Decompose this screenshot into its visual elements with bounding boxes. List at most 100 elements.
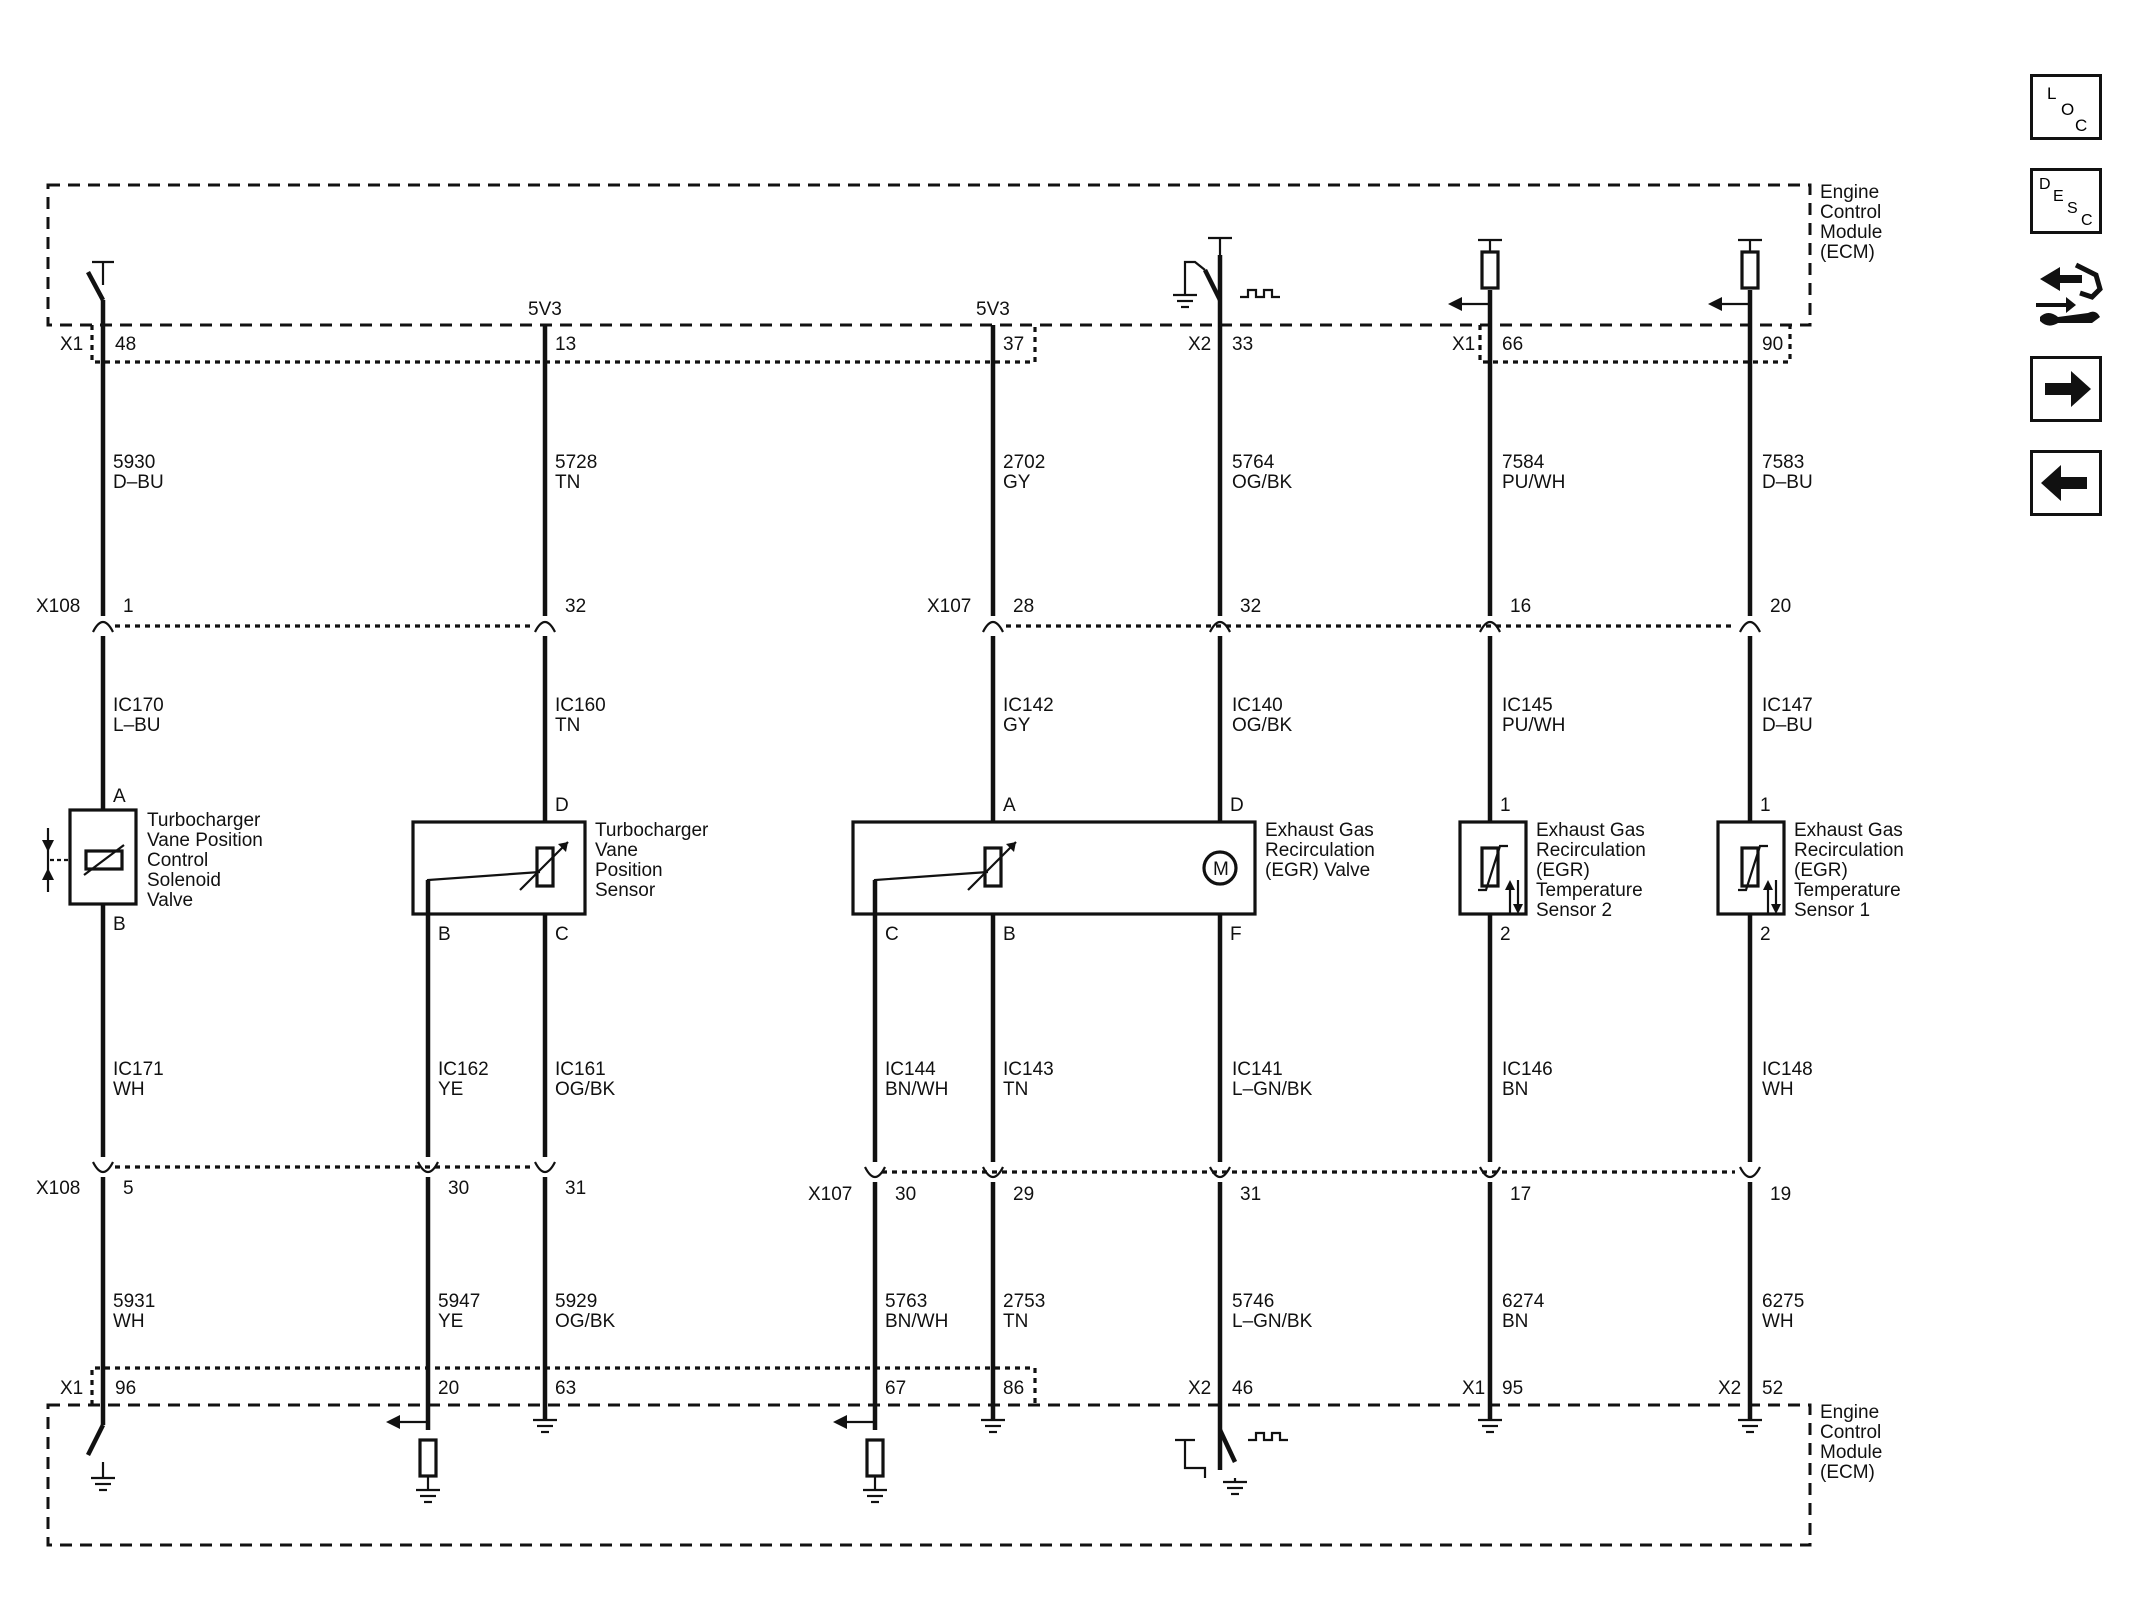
top-wire-labels: 5930 D–BU 5728 TN 2702 GY 5764 OG/BK 758… xyxy=(113,452,1813,493)
wire-color: BN xyxy=(1502,1311,1528,1332)
wire-color: TN xyxy=(1003,1079,1028,1100)
pin-number: 37 xyxy=(1003,334,1024,355)
loc-button[interactable]: L O C xyxy=(2030,74,2102,140)
turbo-vane-solenoid-valve xyxy=(42,808,138,906)
component-name-line: Sensor xyxy=(595,880,656,901)
wire-color: L–GN/BK xyxy=(1232,1079,1313,1100)
circuit-number: IC140 xyxy=(1232,695,1283,716)
wire-color: TN xyxy=(555,715,580,736)
ecm-pulldown-resistor-symbol xyxy=(833,1415,887,1504)
component-name-line: Sensor 1 xyxy=(1794,900,1870,921)
pin-number: 30 xyxy=(448,1178,469,1199)
pin-letter: B xyxy=(1003,924,1016,945)
loc-icon: L O C xyxy=(2047,84,2087,135)
ground-symbol xyxy=(981,1418,1005,1434)
ecm-label-line: Module xyxy=(1820,1442,1882,1463)
wire-color: L–GN/BK xyxy=(1232,1311,1313,1332)
ecm-pullup-resistor-symbol xyxy=(1448,238,1502,311)
component-pin-labels: A B D B C A D C B F 1 2 1 2 xyxy=(113,786,1771,945)
circuit-number: IC144 xyxy=(885,1059,936,1080)
egr-valve: M xyxy=(851,820,1257,916)
pin-number: 20 xyxy=(1770,596,1791,617)
ecm-label-line: Control xyxy=(1820,202,1881,223)
ecm-switch-symbol xyxy=(86,260,114,302)
circuit-number: 5764 xyxy=(1232,452,1275,473)
connector-name: X108 xyxy=(36,1178,80,1199)
inline-upper-labels: X108 1 32 X107 28 32 16 20 xyxy=(36,596,1791,617)
bottom-wire-labels: 5931 WH 5947 YE 5929 OG/BK 5763 BN/WH 27… xyxy=(113,1291,1804,1332)
egr-temp-sensor-1 xyxy=(1716,820,1786,916)
component-name-labels: Turbocharger Vane Position Control Solen… xyxy=(147,810,1904,921)
wire-color: TN xyxy=(1003,1311,1028,1332)
component-name-line: (EGR) xyxy=(1536,860,1590,881)
pin-letter: 1 xyxy=(1760,795,1771,816)
circuit-number: 2753 xyxy=(1003,1291,1045,1312)
component-name-line: Valve xyxy=(147,890,193,911)
pin-number: 66 xyxy=(1502,334,1523,355)
circuit-number: 7584 xyxy=(1502,452,1545,473)
wire-color: D–BU xyxy=(113,472,164,493)
ground-symbol xyxy=(1478,1418,1502,1434)
pin-letter: B xyxy=(438,924,451,945)
pin-number: 31 xyxy=(565,1178,586,1199)
wire-color: WH xyxy=(113,1079,145,1100)
circuit-number: IC162 xyxy=(438,1059,489,1080)
circuit-number: IC143 xyxy=(1003,1059,1054,1080)
wire-color: YE xyxy=(438,1079,463,1100)
pin-number: 67 xyxy=(885,1378,906,1399)
pin-number: 96 xyxy=(115,1378,136,1399)
pin-number: 30 xyxy=(895,1184,916,1205)
wire-color: PU/WH xyxy=(1502,715,1565,736)
pin-letter: A xyxy=(113,786,126,807)
component-name-line: Exhaust Gas xyxy=(1794,820,1903,841)
component-name-line: Turbocharger xyxy=(595,820,709,841)
component-name-line: Recirculation xyxy=(1536,840,1646,861)
component-name-line: Temperature xyxy=(1794,880,1901,901)
connector-name: X1 xyxy=(60,334,83,355)
connector-name: X1 xyxy=(60,1378,83,1399)
ecm-pulldown-resistor-symbol xyxy=(386,1415,440,1504)
pin-number: 33 xyxy=(1232,334,1253,355)
component-name-line: Turbocharger xyxy=(147,810,261,831)
pin-number: 5 xyxy=(123,1178,134,1199)
pin-number: 16 xyxy=(1510,596,1531,617)
ecm-top-label: Engine Control Module (ECM) xyxy=(1820,182,1882,263)
circuit-number: IC142 xyxy=(1003,695,1054,716)
connector-wrench-button[interactable] xyxy=(2030,259,2106,329)
ecm-label-line: (ECM) xyxy=(1820,1462,1875,1483)
circuit-number: IC141 xyxy=(1232,1059,1283,1080)
next-page-button[interactable] xyxy=(2030,356,2102,422)
component-name-line: Recirculation xyxy=(1794,840,1904,861)
wire-color: BN xyxy=(1502,1079,1528,1100)
wire-color: TN xyxy=(555,472,580,493)
connector-name: X107 xyxy=(808,1184,852,1205)
wire-color: WH xyxy=(1762,1311,1794,1332)
component-name-line: Sensor 2 xyxy=(1536,900,1612,921)
connector-name: X108 xyxy=(36,596,80,617)
pin-letter: 2 xyxy=(1500,924,1511,945)
ecm-label-line: Module xyxy=(1820,222,1882,243)
pin-number: 48 xyxy=(115,334,136,355)
arrow-right-icon xyxy=(2045,371,2091,407)
pin-number: 95 xyxy=(1502,1378,1523,1399)
pin-number: 19 xyxy=(1770,1184,1791,1205)
ecm-bottom-boundary xyxy=(46,1403,1812,1547)
ecm-label-line: Control xyxy=(1820,1422,1881,1443)
pin-letter: 2 xyxy=(1760,924,1771,945)
ecm-label-line: Engine xyxy=(1820,182,1879,203)
wire-color: WH xyxy=(1762,1079,1794,1100)
turbo-vane-position-sensor xyxy=(411,820,587,916)
pin-number: 17 xyxy=(1510,1184,1531,1205)
pin-number: 63 xyxy=(555,1378,576,1399)
pin-letter: D xyxy=(555,795,569,816)
circuit-number: 5929 xyxy=(555,1291,597,1312)
desc-letter: S xyxy=(2067,200,2078,217)
desc-icon: D E S C xyxy=(2039,176,2093,229)
ecm-pwm-driver-symbol xyxy=(1173,236,1280,309)
connector-name: X107 xyxy=(927,596,971,617)
previous-page-button[interactable] xyxy=(2030,450,2102,516)
connector-name: X1 xyxy=(1452,334,1475,355)
desc-button[interactable]: D E S C xyxy=(2030,168,2102,234)
circuit-number: 2702 xyxy=(1003,452,1045,473)
circuit-number: IC170 xyxy=(113,695,164,716)
